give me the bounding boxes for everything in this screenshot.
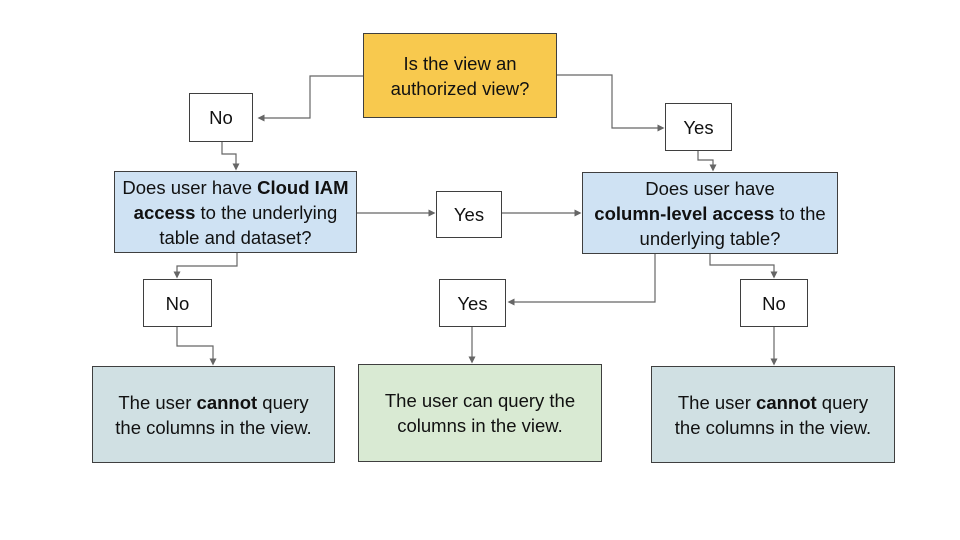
branch-box-no-authorized: No: [189, 93, 253, 142]
node-label: No: [762, 292, 786, 314]
node-label: Yes: [457, 292, 488, 314]
node-label: No: [209, 107, 233, 128]
node-label: Yes: [453, 204, 485, 225]
edge-root-to-yes: [557, 74, 665, 132]
edge-no-to-outcome-left: [176, 327, 217, 366]
branch-box-yes-iam: Yes: [436, 191, 502, 238]
branch-box-no-column-access: No: [740, 279, 808, 327]
edge-root-to-no: [257, 75, 363, 122]
node-label: No: [165, 292, 190, 314]
branch-box-yes-authorized: Yes: [665, 103, 732, 151]
branch-box-yes-column-access: Yes: [439, 279, 506, 327]
edge-yes-to-question-right: [697, 151, 717, 172]
edge-question-right-to-no: [709, 254, 778, 279]
node-label: Yes: [683, 116, 714, 138]
edge-question-left-to-no: [173, 253, 238, 279]
branch-box-no-iam: No: [143, 279, 212, 327]
edge-no-to-question-left: [221, 142, 240, 171]
edge-question-right-to-yes: [507, 254, 656, 306]
